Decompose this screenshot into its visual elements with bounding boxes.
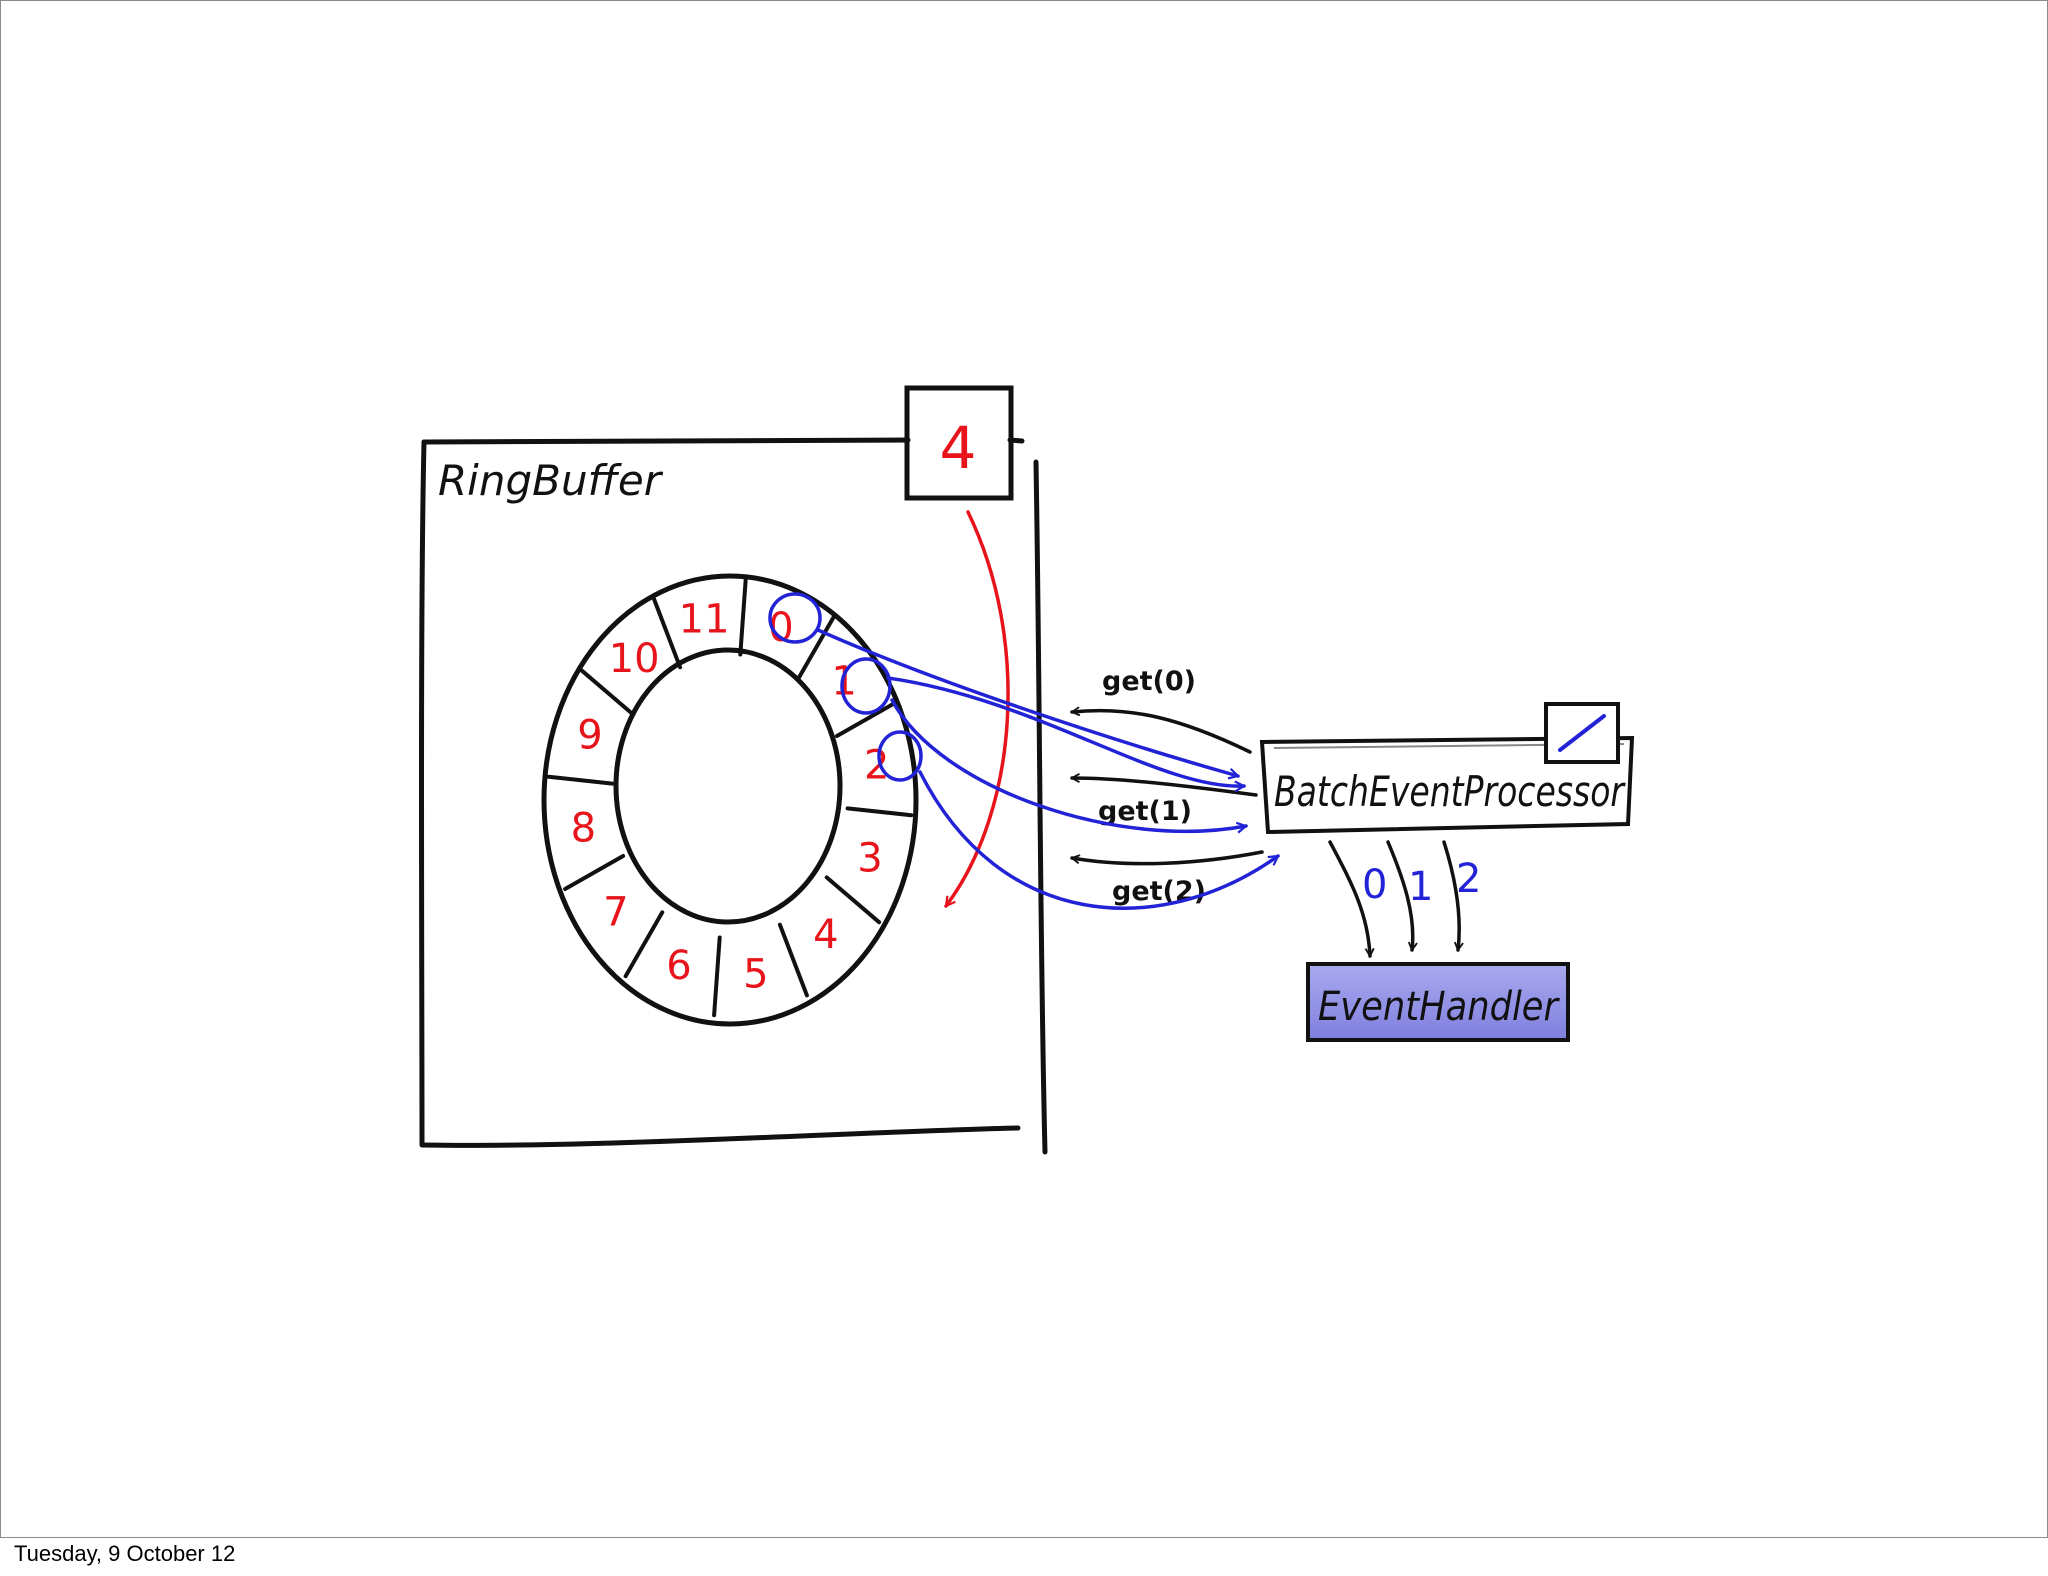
ring-slot-label-11: 11	[679, 597, 730, 643]
call-label-2: get(2)	[1112, 876, 1206, 907]
ring-slot-label-4: 4	[813, 912, 838, 958]
call-label-1: get(1)	[1098, 796, 1192, 827]
ring-divider	[834, 701, 897, 738]
cursor-advance-arrow	[944, 510, 1010, 906]
ring-slot-label-10: 10	[609, 636, 660, 682]
cursor-box: 4	[904, 385, 1014, 501]
ring-divider	[795, 613, 837, 682]
slot-0-highlight	[768, 592, 822, 644]
ring-slot-label-3: 3	[857, 836, 882, 882]
ring-slot-label-2: 2	[864, 743, 889, 789]
slide	[0, 0, 2048, 1538]
read-arrows	[768, 592, 1278, 910]
ring-divider	[712, 935, 722, 1018]
handler-sequence-1: 1	[1408, 864, 1433, 910]
ring-divider	[623, 910, 665, 979]
ring-slot-label-5: 5	[743, 951, 768, 997]
batch-event-processor: BatchEventProcessor /	[1259, 702, 1635, 835]
footer-date: Tuesday, 9 October 12	[14, 1541, 236, 1566]
ring-divider	[777, 922, 809, 998]
ring-slot-label-9: 9	[577, 712, 602, 758]
ring-outer	[541, 573, 919, 1027]
ring-slot-label-8: 8	[571, 805, 596, 851]
event-handler: EventHandler	[1306, 962, 1570, 1042]
ring-divider	[563, 854, 626, 891]
handler-label: EventHandler	[1318, 984, 1560, 1030]
ring-divider	[738, 574, 748, 657]
call-label-0: get(0)	[1102, 666, 1196, 697]
slot-1-highlight	[840, 657, 892, 715]
ring-buffer-box	[419, 437, 1048, 1155]
ring-divider	[824, 875, 882, 925]
processor-label: BatchEventProcessor	[1274, 767, 1626, 816]
cursor-value: 4	[940, 414, 977, 482]
ring-divider	[845, 806, 914, 818]
ring-slot-label-6: 6	[666, 943, 691, 989]
ring-inner	[613, 647, 843, 925]
ring-dividers	[546, 574, 914, 1018]
handler-arrows	[1328, 840, 1459, 956]
ring-divider	[546, 774, 615, 786]
handler-sequence-0: 0	[1362, 862, 1387, 908]
ring-divider	[578, 667, 636, 717]
handler-sequence-2: 2	[1456, 856, 1481, 902]
ring-divider	[651, 594, 683, 670]
ring-slot-label-7: 7	[603, 890, 628, 936]
get-call-arrows	[1072, 711, 1264, 866]
slot-2-highlight	[877, 730, 923, 782]
ring-buffer-label: RingBuffer	[438, 456, 664, 505]
